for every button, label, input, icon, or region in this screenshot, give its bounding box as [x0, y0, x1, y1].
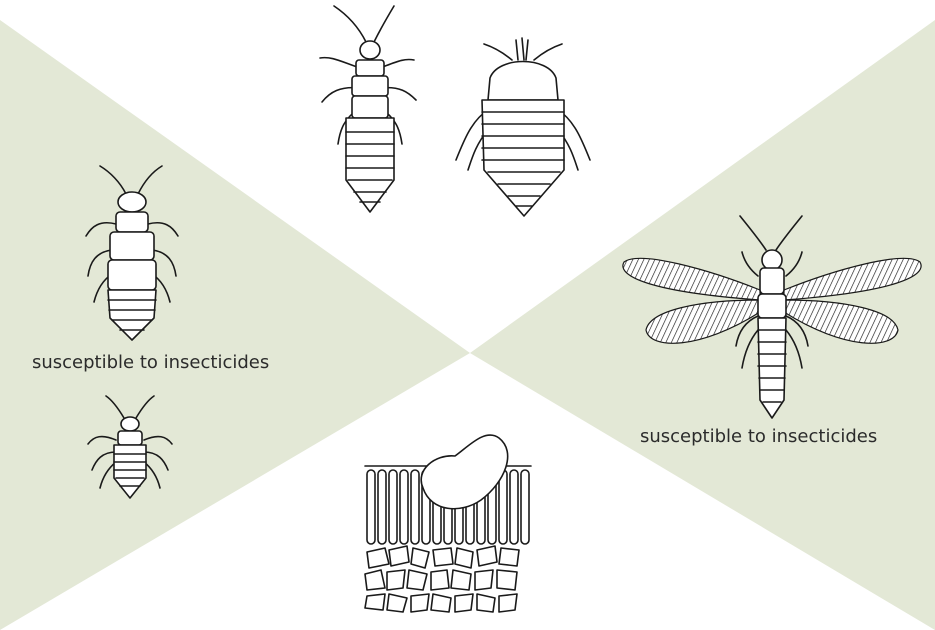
- nymph-stage-1-icon: [320, 6, 416, 212]
- left-stage-label: susceptible to insecticides: [32, 352, 269, 373]
- spongy-tissue: [365, 546, 519, 612]
- nymph-stage-2-icon: [456, 38, 590, 216]
- leaf-cross-section-icon: [365, 435, 531, 612]
- right-stage-label: susceptible to insecticides: [640, 426, 877, 447]
